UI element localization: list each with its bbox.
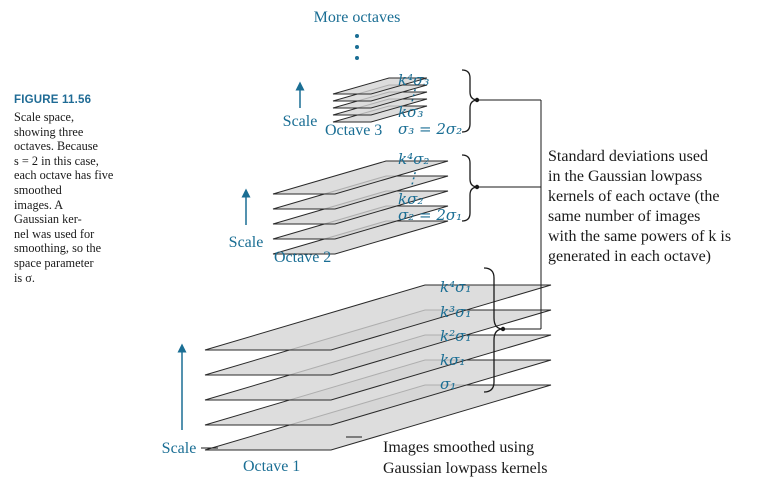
- octave3-label: Octave 3: [325, 122, 382, 139]
- std-dev-line: generated in each octave): [548, 248, 711, 265]
- caption-line: space parameter: [14, 255, 94, 270]
- std-dev-line: with the same powers of k is: [548, 228, 731, 245]
- octave3-sigma-eq: σ₃ = 2σ₂: [398, 120, 462, 138]
- caption-line: octaves. Because: [14, 139, 98, 154]
- std-dev-line: Standard deviations used: [548, 148, 708, 165]
- brace-connector: [474, 97, 542, 332]
- caption-line: Gaussian ker-: [14, 212, 82, 227]
- std-dev-line: in the Gaussian lowpass: [548, 168, 702, 185]
- images-smoothed-line: Gaussian lowpass kernels: [383, 460, 547, 477]
- octave3-sigma-k4: k⁴σ₃: [398, 71, 429, 89]
- more-octaves-dots: [355, 34, 359, 60]
- octave3-scale-label: Scale: [283, 113, 318, 130]
- octave1-scale-label: Scale: [162, 440, 197, 457]
- octave1-sigma-k3: k³σ₁: [440, 303, 471, 321]
- std-dev-line: same number of images: [548, 208, 700, 225]
- octave1-sigma-1: σ₁: [440, 375, 456, 393]
- octave2-label: Octave 2: [274, 249, 331, 266]
- octave1-sigma-k2: k²σ₁: [440, 327, 471, 345]
- caption-line: each octave has five: [14, 168, 114, 183]
- caption-line: nel was used for: [14, 226, 95, 241]
- caption-line: is σ.: [14, 270, 35, 285]
- more-octaves-label: More octaves: [314, 9, 401, 26]
- octave3-image-plane: [332, 77, 428, 95]
- octave3-sigma-ellipsis: ⋮: [405, 86, 420, 104]
- std-dev-line: kernels of each octave (the: [548, 188, 719, 205]
- octave3-image-stack: [332, 77, 428, 123]
- octave1-image-plane: [204, 284, 552, 351]
- octave1-label: Octave 1: [243, 458, 300, 475]
- figure-caption-title: FIGURE 11.56: [14, 94, 92, 106]
- caption-line: s = 2 in this case,: [14, 153, 99, 168]
- octave2-image-plane: [272, 160, 449, 195]
- octave2-sigma-k4: k⁴σ₂: [398, 150, 429, 168]
- octave2-sigma-k: kσ₂: [398, 190, 423, 208]
- octave2-image-stack: [272, 160, 449, 255]
- caption-line: smoothing, so the: [14, 241, 102, 256]
- octave1-sigma-k: kσ₁: [440, 351, 465, 369]
- caption-line: smoothed: [14, 182, 62, 197]
- octave3-sigma-k: kσ₃: [398, 103, 423, 121]
- images-smoothed-line: Images smoothed using: [383, 439, 534, 456]
- caption-line: Scale space,: [14, 110, 75, 124]
- octave1-sigma-k4: k⁴σ₁: [440, 278, 471, 296]
- octave2-sigma-ellipsis: ⋮: [405, 169, 420, 187]
- caption-line: images. A: [14, 197, 64, 212]
- octave2-scale-label: Scale: [229, 234, 264, 251]
- octave2-sigma-eq: σ₂ = 2σ₁: [398, 206, 462, 224]
- std-dev-description: Standard deviations used in the Gaussian…: [548, 148, 731, 265]
- octave1-image-stack: [204, 284, 552, 451]
- caption-line: showing three: [14, 124, 84, 139]
- figure-caption-body: Scale space, showing three octaves. Beca…: [14, 110, 149, 285]
